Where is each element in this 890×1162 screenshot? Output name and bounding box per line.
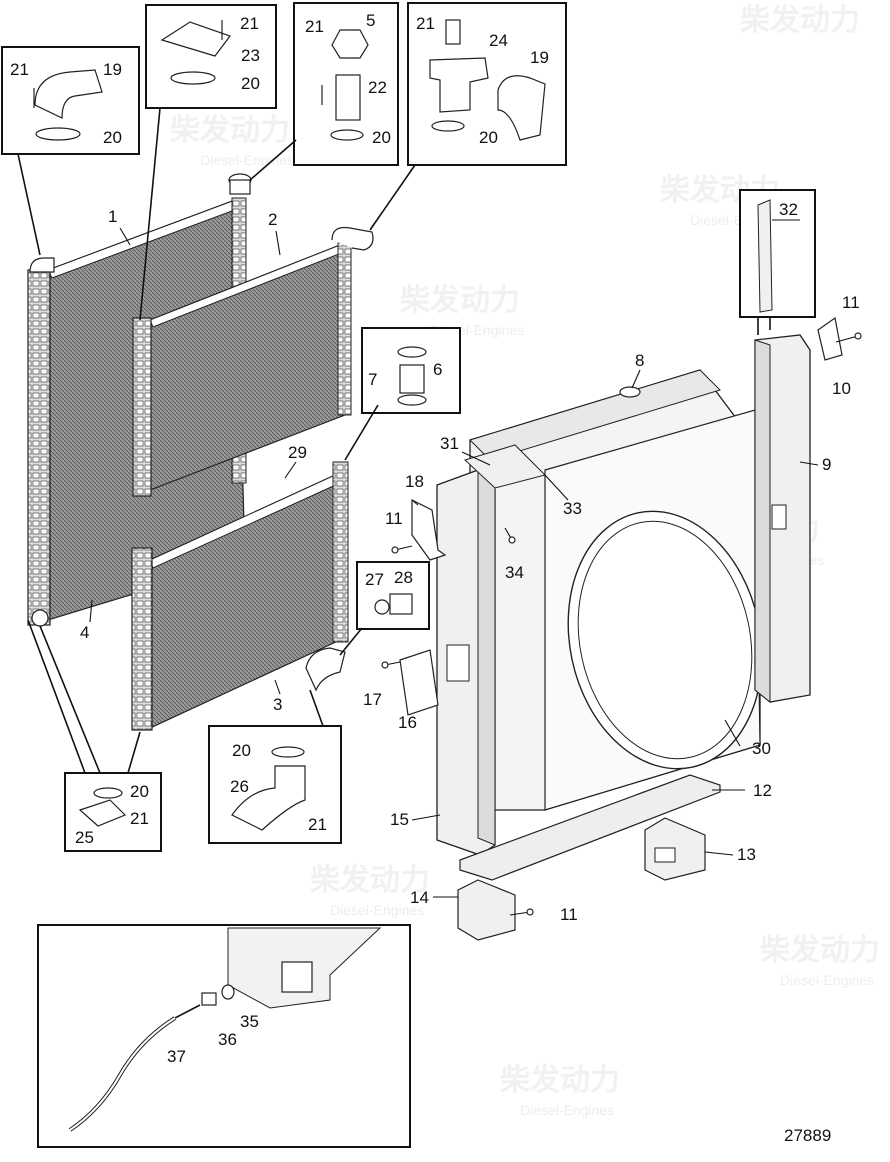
callout-33: 33	[563, 499, 582, 518]
callout-2: 2	[268, 210, 277, 229]
detail-box-35-36-37	[37, 924, 411, 1148]
fasteners	[381, 332, 862, 916]
callout-15: 15	[390, 810, 409, 829]
callout-21-f: 21	[308, 815, 327, 834]
callout-35: 35	[240, 1012, 259, 1031]
svg-text:柴发动力: 柴发动力	[500, 1063, 620, 1098]
callout-21-b: 21	[240, 14, 259, 33]
detail-box-19-20-21-24	[407, 2, 567, 166]
callout-11-top: 11	[842, 293, 860, 312]
callout-5: 5	[366, 11, 375, 30]
callout-28: 28	[394, 568, 413, 587]
detail-box-6-7	[361, 327, 461, 414]
leader-lines	[17, 107, 771, 774]
callout-21-c: 21	[305, 17, 324, 36]
callout-18: 18	[405, 472, 424, 491]
callout-37: 37	[167, 1047, 186, 1066]
bracket-13	[644, 817, 706, 881]
callout-21-a: 21	[10, 60, 29, 79]
callout-24: 24	[489, 31, 508, 50]
callout-36: 36	[218, 1030, 237, 1049]
callout-20-b: 20	[241, 74, 260, 93]
callout-7: 7	[368, 370, 377, 389]
callout-31: 31	[440, 434, 459, 453]
callout-labels: 1 2 3 4 5 6 7 8 9 10 11 11 11 12 13 14 1…	[10, 11, 860, 1145]
callout-26: 26	[230, 777, 249, 796]
detail-box-5-20-21-22	[293, 2, 399, 166]
svg-text:柴发动力: 柴发动力	[310, 863, 430, 898]
callout-21-d: 21	[416, 14, 435, 33]
callout-11-bottom: 11	[560, 905, 578, 924]
callout-17: 17	[363, 690, 382, 709]
callout-23: 23	[241, 46, 260, 65]
svg-text:Diesel-Engines: Diesel-Engines	[200, 152, 294, 168]
callout-14: 14	[410, 888, 429, 907]
callout-22: 22	[368, 78, 387, 97]
callout-30: 30	[752, 739, 771, 758]
callout-6: 6	[433, 360, 442, 379]
drawing-number: 27889	[784, 1126, 831, 1145]
callout-9: 9	[822, 455, 831, 474]
radiator-2	[132, 173, 374, 497]
callout-20-e: 20	[130, 782, 149, 801]
callout-34: 34	[505, 563, 524, 582]
svg-text:Diesel-Engines: Diesel-Engines	[780, 972, 874, 988]
bracket-10	[817, 316, 843, 361]
callout-13: 13	[737, 845, 756, 864]
cover-16	[399, 649, 439, 716]
callout-19-b: 19	[530, 48, 549, 67]
callout-1: 1	[108, 207, 117, 226]
callout-19-a: 19	[103, 60, 122, 79]
callout-20-c: 20	[372, 128, 391, 147]
callout-25: 25	[75, 828, 94, 847]
callout-20-f: 20	[232, 741, 251, 760]
detail-box-20-21-23	[145, 4, 277, 109]
callout-16: 16	[398, 713, 417, 732]
callout-3: 3	[273, 695, 282, 714]
detail-box-20-21-25	[64, 772, 162, 852]
svg-text:柴发动力: 柴发动力	[400, 283, 520, 318]
callout-12: 12	[753, 781, 772, 800]
svg-text:柴发动力: 柴发动力	[740, 3, 860, 38]
bottom-rail-12	[459, 774, 721, 881]
callout-leaders	[89, 219, 819, 898]
detail-box-32	[739, 189, 816, 318]
screw-17	[381, 661, 401, 669]
bracket-14	[457, 879, 516, 941]
side-panel-9	[754, 334, 811, 704]
callout-20-d: 20	[479, 128, 498, 147]
callout-8: 8	[635, 351, 644, 370]
detail-box-20-21-26	[208, 725, 342, 844]
bolt-11-bottom	[509, 908, 534, 916]
svg-text:柴发动力: 柴发动力	[760, 933, 880, 968]
callout-20-a: 20	[103, 128, 122, 147]
detail-box-27-28	[356, 561, 430, 630]
screw-34	[504, 527, 516, 544]
svg-text:Diesel-Engines: Diesel-Engines	[520, 1102, 614, 1118]
radiator-3	[131, 461, 349, 731]
callout-27: 27	[365, 570, 384, 589]
bolt-11-top	[835, 332, 862, 343]
bracket-18	[411, 499, 447, 561]
callout-21-e: 21	[130, 809, 149, 828]
callout-29: 29	[288, 443, 307, 462]
callout-11-left: 11	[385, 509, 403, 528]
detail-box-19-20-21	[1, 46, 140, 155]
bolt-11-left	[391, 545, 413, 554]
callout-32: 32	[779, 200, 798, 219]
side-panel-15	[436, 469, 496, 856]
callout-4: 4	[80, 623, 89, 642]
fan-shroud	[469, 369, 763, 811]
svg-text:柴发动力: 柴发动力	[170, 113, 290, 148]
callout-10: 10	[832, 379, 851, 398]
svg-text:Diesel-Engines: Diesel-Engines	[330, 902, 424, 918]
